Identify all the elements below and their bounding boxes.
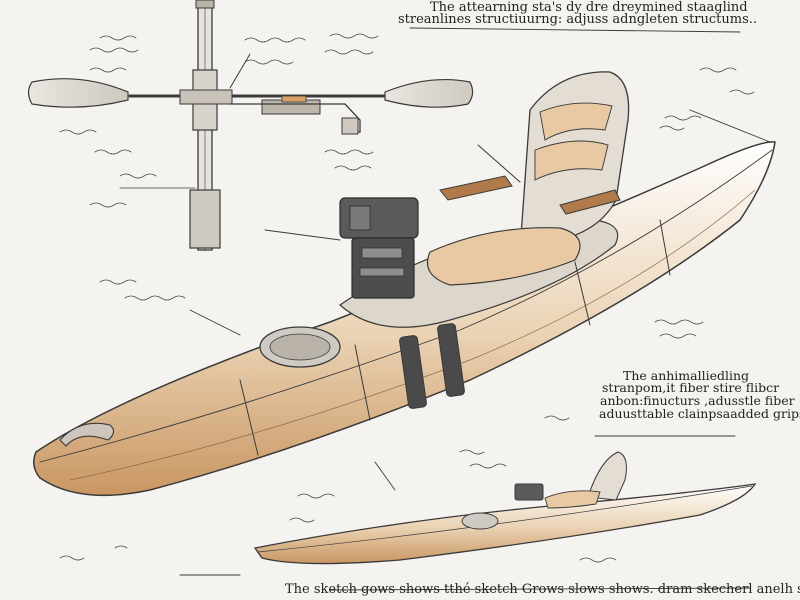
top-caption-line-1: The attearning sta's dy dre dreymined st…: [430, 0, 748, 15]
kayak-secondary-sketch: [179, 451, 757, 576]
top-caption-line-2: streanlines structiuurng: adjuss adnglet…: [398, 12, 758, 27]
side-caption-line-1: The anhimalliedling: [623, 368, 750, 383]
kayak-seat-sketch: [426, 71, 630, 286]
kayak-main-sketch: [33, 141, 776, 497]
annotation-leader-lines: [189, 27, 771, 591]
side-caption-line-4: aduusttable clainpsaadded grips.: [599, 406, 800, 421]
kayak-mount-sketch: [264, 197, 419, 299]
side-caption-line-2: stranpom,it fiber stire flibcr: [602, 380, 780, 395]
paddle-assembly-sketch: [27, 0, 474, 251]
handwritten-notes: [59, 33, 755, 563]
side-caption-line-3: anbon:finucturs ,adusstle fiber: [600, 393, 795, 408]
bottom-caption: The sketch gows shows tthé sketch Grows …: [285, 582, 800, 597]
